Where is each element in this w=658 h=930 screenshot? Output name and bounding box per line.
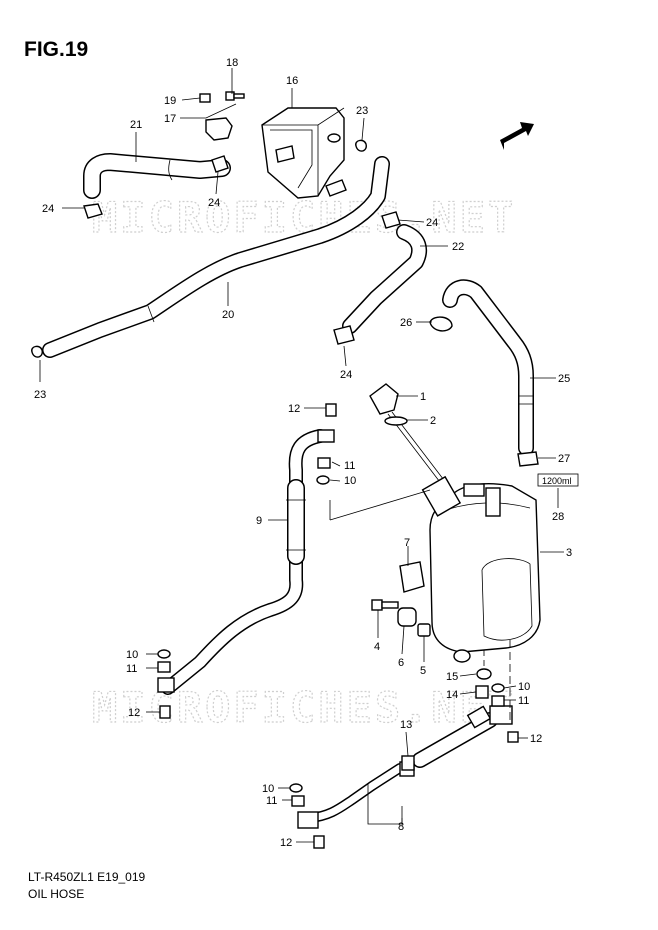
callout-24-a: 24 xyxy=(42,203,54,215)
callout-25: 25 xyxy=(558,373,570,385)
fwd-arrow-icon: FWD xyxy=(500,122,534,150)
o-ring-10-a xyxy=(316,475,330,485)
callout-24-d: 24 xyxy=(340,369,352,381)
callout-labels: 1 2 3 4 5 6 7 8 9 10 10 10 10 11 11 11 1… xyxy=(34,57,572,849)
clamp-13 xyxy=(401,755,415,771)
cushion-11-a xyxy=(317,457,331,469)
figure-name: OIL HOSE xyxy=(28,887,85,901)
cushion-11-b xyxy=(157,661,171,673)
hose-25 xyxy=(442,279,534,456)
callout-7: 7 xyxy=(404,537,410,549)
hose-20 xyxy=(42,156,390,358)
callout-5: 5 xyxy=(420,665,426,677)
callout-18: 18 xyxy=(226,57,238,69)
callout-26: 26 xyxy=(400,317,412,329)
figure-title: FIG.19 xyxy=(24,38,89,61)
callout-24-c: 24 xyxy=(426,217,438,229)
callout-4: 4 xyxy=(374,641,380,653)
o-ring-10-c xyxy=(491,683,505,693)
cushion-14 xyxy=(475,685,489,699)
hose-8 xyxy=(297,705,513,829)
callout-28: 28 xyxy=(552,511,564,523)
callout-12-d: 12 xyxy=(280,837,292,849)
clamp-24-a xyxy=(211,155,229,173)
callout-23-b: 23 xyxy=(34,389,46,401)
clamp-27 xyxy=(517,451,539,467)
callout-10-b: 10 xyxy=(126,649,138,661)
bolt-12-c xyxy=(507,731,519,743)
oil-tank-3 xyxy=(429,483,541,663)
callout-21: 21 xyxy=(130,119,142,131)
washer-15 xyxy=(476,668,492,680)
collar-5 xyxy=(417,623,431,637)
clamp-24-b xyxy=(83,203,103,219)
clamp-24-d xyxy=(333,325,355,345)
bracket-17 xyxy=(205,117,233,141)
o-ring-10-b xyxy=(157,649,171,659)
callout-15: 15 xyxy=(446,671,458,683)
dipstick-1 xyxy=(369,383,462,517)
breather-box-16 xyxy=(261,107,347,199)
cushion-6 xyxy=(397,607,417,627)
callout-23-a: 23 xyxy=(356,105,368,117)
cushion-11-c xyxy=(491,695,505,707)
clamp-23-left xyxy=(31,345,43,358)
cushion-11-d xyxy=(291,795,305,807)
capacity-label-text: 1200ml xyxy=(542,476,572,486)
callout-10-d: 10 xyxy=(262,783,274,795)
clamp-23-top xyxy=(355,139,367,152)
capacity-label-28: 1200ml xyxy=(537,473,579,487)
callout-19: 19 xyxy=(164,95,176,107)
leader-lines xyxy=(39,68,564,843)
callout-17: 17 xyxy=(164,113,176,125)
callout-16: 16 xyxy=(286,75,298,87)
callout-8: 8 xyxy=(398,821,404,833)
bolt-19 xyxy=(199,93,211,103)
hose-21 xyxy=(83,153,231,199)
callout-13: 13 xyxy=(400,719,412,731)
callout-27: 27 xyxy=(558,453,570,465)
callout-14: 14 xyxy=(446,689,458,701)
callout-24-b: 24 xyxy=(208,197,220,209)
callout-11-d: 11 xyxy=(266,795,277,807)
o-ring-10-d xyxy=(289,783,303,793)
callout-6: 6 xyxy=(398,657,404,669)
callout-1: 1 xyxy=(420,391,426,403)
hose-9 xyxy=(157,429,335,695)
callout-11-a: 11 xyxy=(344,460,355,472)
clamp-24-c xyxy=(381,211,401,229)
clamp-26 xyxy=(429,316,453,332)
callout-22: 22 xyxy=(452,241,464,253)
callout-10-c: 10 xyxy=(518,681,530,693)
callout-10-a: 10 xyxy=(344,475,356,487)
bolt-18 xyxy=(225,91,245,101)
callout-12-c: 12 xyxy=(530,733,542,745)
callout-11-c: 11 xyxy=(518,695,529,707)
bolt-12-b xyxy=(159,705,171,719)
callout-12-b: 12 xyxy=(128,707,140,719)
o-ring-2 xyxy=(384,416,408,426)
bolt-12-a xyxy=(325,403,337,417)
callout-2: 2 xyxy=(430,415,436,427)
callout-11-b: 11 xyxy=(126,663,137,675)
bracket-7 xyxy=(399,561,425,593)
model-code: LT-R450ZL1 E19_019 xyxy=(28,870,146,884)
bolt-12-d xyxy=(313,835,325,849)
callout-9: 9 xyxy=(256,515,262,527)
callout-3: 3 xyxy=(566,547,572,559)
callout-20: 20 xyxy=(222,309,234,321)
hose-22 xyxy=(342,224,428,334)
bolt-4 xyxy=(371,599,399,611)
callout-12-a: 12 xyxy=(288,403,300,415)
